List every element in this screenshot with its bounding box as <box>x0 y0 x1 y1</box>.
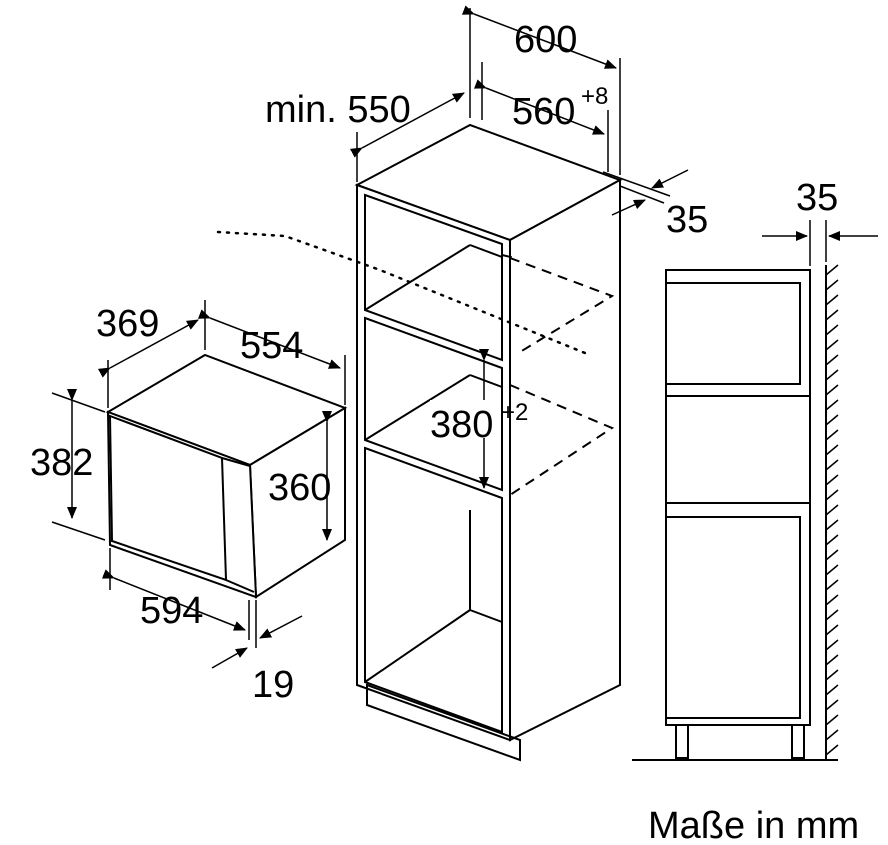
dim-appliance-total-height: 382 <box>30 389 106 541</box>
microwave-appliance <box>105 353 348 599</box>
side-section-view <box>632 264 839 761</box>
label-560-tolerance: +8 <box>581 83 608 110</box>
dim-side-wall-gap: 35 <box>762 177 878 266</box>
label-594: 594 <box>140 590 203 632</box>
dim-niche-width: 560 +8 <box>473 62 609 172</box>
dim-rear-gap-front: 35 <box>602 169 708 241</box>
dim-cabinet-min-depth: min. 550 <box>265 89 465 182</box>
dim-appliance-body-height: 360 <box>268 411 332 541</box>
dim-appliance-width-top: 554 <box>197 309 346 405</box>
dim-appliance-width: 594 <box>101 548 250 640</box>
niche-dashed-outline <box>501 254 615 496</box>
dim-cabinet-width: 600 <box>461 5 621 175</box>
insertion-path-dotted <box>216 230 592 357</box>
label-380: 380 <box>430 404 493 446</box>
label-554: 554 <box>240 325 303 367</box>
dim-front-thickness: 19 <box>211 600 303 706</box>
label-382: 382 <box>30 442 93 484</box>
label-min-550: min. 550 <box>265 89 411 131</box>
label-369: 369 <box>96 303 159 345</box>
dim-appliance-depth: 369 <box>96 300 206 408</box>
dim-niche-height: 380 +2 <box>430 349 528 489</box>
label-35-front: 35 <box>666 199 708 241</box>
label-560: 560 <box>512 91 575 133</box>
label-600: 600 <box>514 19 577 61</box>
units-note: Maße in mm <box>648 805 859 845</box>
label-380-tolerance: +2 <box>501 399 528 426</box>
label-360: 360 <box>268 467 331 509</box>
wall-hatching <box>825 264 839 756</box>
label-35-side: 35 <box>796 177 838 219</box>
label-19: 19 <box>252 664 294 706</box>
tall-cabinet <box>354 123 623 762</box>
